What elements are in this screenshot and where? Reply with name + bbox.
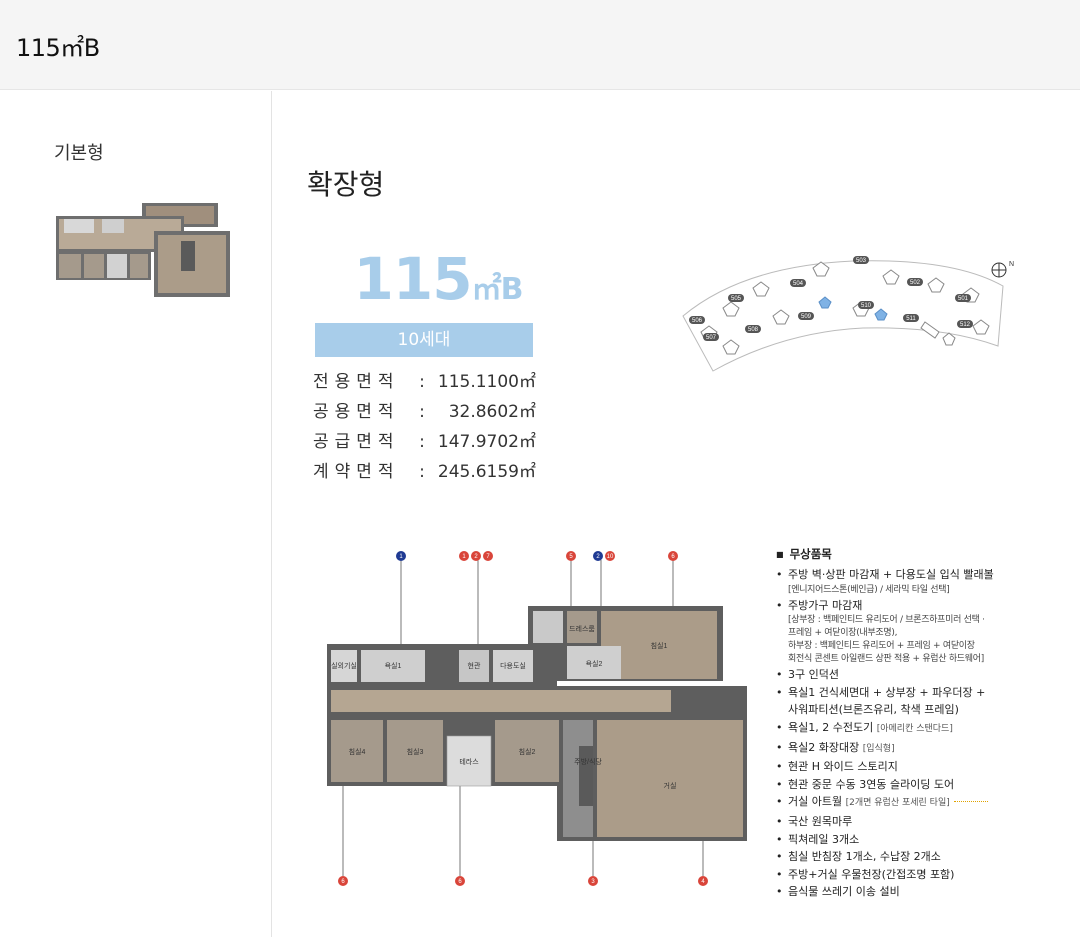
leader-dotline <box>953 801 988 803</box>
room-label: 침실1 <box>651 641 668 650</box>
unit-type-suffix: ㎡B <box>471 272 524 307</box>
svg-text:7: 7 <box>486 554 490 560</box>
option-item: 국산 원목마루 <box>776 813 1076 831</box>
area-label: 계약면적 <box>313 462 400 482</box>
option-item: 음식물 쓰레기 이송 설비 <box>776 883 1076 901</box>
compass-icon: N <box>991 261 1014 278</box>
area-label: 전용면적 <box>313 372 400 392</box>
svg-text:4: 4 <box>701 879 705 885</box>
building-label: 506 <box>692 318 703 324</box>
option-item: 현관 H 와이드 스토리지 <box>776 758 1076 776</box>
option-item: 주방가구 마감재 [상부장 : 백페인티드 유리도어 / 브론즈하프미러 선택 … <box>776 597 1076 667</box>
main-panel: 확장형 115㎡B 10세대 전용면적:115.1100㎡ 공용면적:32.86… <box>273 91 1080 937</box>
area-label: 공용면적 <box>313 402 400 422</box>
basic-type-label: 기본형 <box>54 143 104 164</box>
option-item: 침실 반침장 1개소, 수납장 2개소 <box>776 848 1076 866</box>
area-value: 245.6159㎡ <box>437 462 536 482</box>
options-title: 무상품목 <box>776 546 1076 562</box>
svg-text:10: 10 <box>607 554 614 560</box>
svg-text:1: 1 <box>462 554 466 560</box>
room-label: 침실2 <box>519 747 536 756</box>
extended-type-heading: 확장형 <box>307 168 385 201</box>
area-value: 115.1100㎡ <box>437 372 536 392</box>
option-item: 현관 중문 수동 3연동 슬라이딩 도어 <box>776 776 1076 794</box>
basic-floorplan-thumbnail[interactable] <box>56 201 236 301</box>
option-item: 픽쳐레일 3개소 <box>776 831 1076 849</box>
site-layout-map: 503 504 505 506 507 508 509 510 511 502 … <box>682 256 1014 372</box>
room-label: 드레스룸 <box>569 624 595 633</box>
svg-text:1: 1 <box>399 554 403 560</box>
room-label: 다용도실 <box>500 661 526 670</box>
area-label: 공급면적 <box>313 432 400 452</box>
option-item: 3구 인덕션 <box>776 666 1076 684</box>
room-label: 실외기실 <box>331 661 357 670</box>
building-label: 507 <box>706 335 717 341</box>
area-table: 전용면적:115.1100㎡ 공용면적:32.8602㎡ 공급면적:147.97… <box>313 367 553 487</box>
area-row: 공급면적:147.9702㎡ <box>313 427 553 457</box>
page-title: 115㎡B <box>16 34 100 62</box>
area-row: 전용면적:115.1100㎡ <box>313 367 553 397</box>
building-label: 501 <box>958 296 969 302</box>
unit-type-display: 115㎡B <box>343 245 533 313</box>
room-label: 침실4 <box>349 747 366 756</box>
svg-text:6: 6 <box>458 879 462 885</box>
room-label: 현관 <box>468 661 481 670</box>
building-label: 504 <box>793 281 804 287</box>
room-label: 욕실1 <box>385 661 402 670</box>
compass-label: N <box>1009 261 1014 268</box>
area-row: 계약면적:245.6159㎡ <box>313 457 553 487</box>
unit-type-number: 115 <box>353 245 473 313</box>
building-label: 510 <box>861 303 872 309</box>
option-item: 욕실2 화장대장 [입식형] <box>776 739 1076 759</box>
area-value: 147.9702㎡ <box>437 432 536 452</box>
household-count-badge: 10세대 <box>315 323 533 357</box>
highlighted-buildings <box>818 296 888 321</box>
building-label: 512 <box>960 322 971 328</box>
area-value: 32.8602㎡ <box>448 402 536 422</box>
svg-text:6: 6 <box>341 879 345 885</box>
option-item: 욕실1, 2 수전도기 [아메리칸 스탠다드] <box>776 719 1076 739</box>
option-item: 주방+거실 우물천장(간접조명 포함) <box>776 866 1076 884</box>
svg-text:3: 3 <box>591 879 595 885</box>
room-label: 침실3 <box>407 747 424 756</box>
building-label: 511 <box>906 316 916 322</box>
svg-text:2: 2 <box>596 554 600 560</box>
option-item: 거실 아트월 [2개면 유럽산 포세린 타일] <box>776 793 1076 813</box>
building-label: 509 <box>801 314 812 320</box>
free-options-list: 무상품목 주방 벽·상판 마감재 + 다용도실 입식 빨래볼 [엔니지어드스톤(… <box>776 546 1076 901</box>
building-label: 502 <box>910 280 921 286</box>
room-label: 거실 <box>664 781 677 790</box>
room-label: 주방/식당 <box>574 757 602 766</box>
extended-floorplan: 1 1 2 7 5 2 10 6 <box>327 551 747 886</box>
area-row: 공용면적:32.8602㎡ <box>313 397 553 427</box>
building-label: 508 <box>748 327 759 333</box>
option-item: 욕실1 건식세면대 + 상부장 + 파우더장 + 사워파티션(브론즈유리, 착색… <box>776 684 1076 719</box>
header-bar: 115㎡B <box>0 0 1080 90</box>
svg-text:6: 6 <box>671 554 675 560</box>
svg-text:5: 5 <box>569 554 573 560</box>
option-item: 주방 벽·상판 마감재 + 다용도실 입식 빨래볼 [엔니지어드스톤(베인급) … <box>776 566 1076 597</box>
left-column: 기본형 <box>0 91 272 937</box>
svg-text:2: 2 <box>474 554 478 560</box>
room-label: 욕실2 <box>586 659 603 668</box>
room-label: 테라스 <box>459 757 479 766</box>
building-label: 505 <box>731 296 742 302</box>
building-label: 503 <box>856 258 867 264</box>
